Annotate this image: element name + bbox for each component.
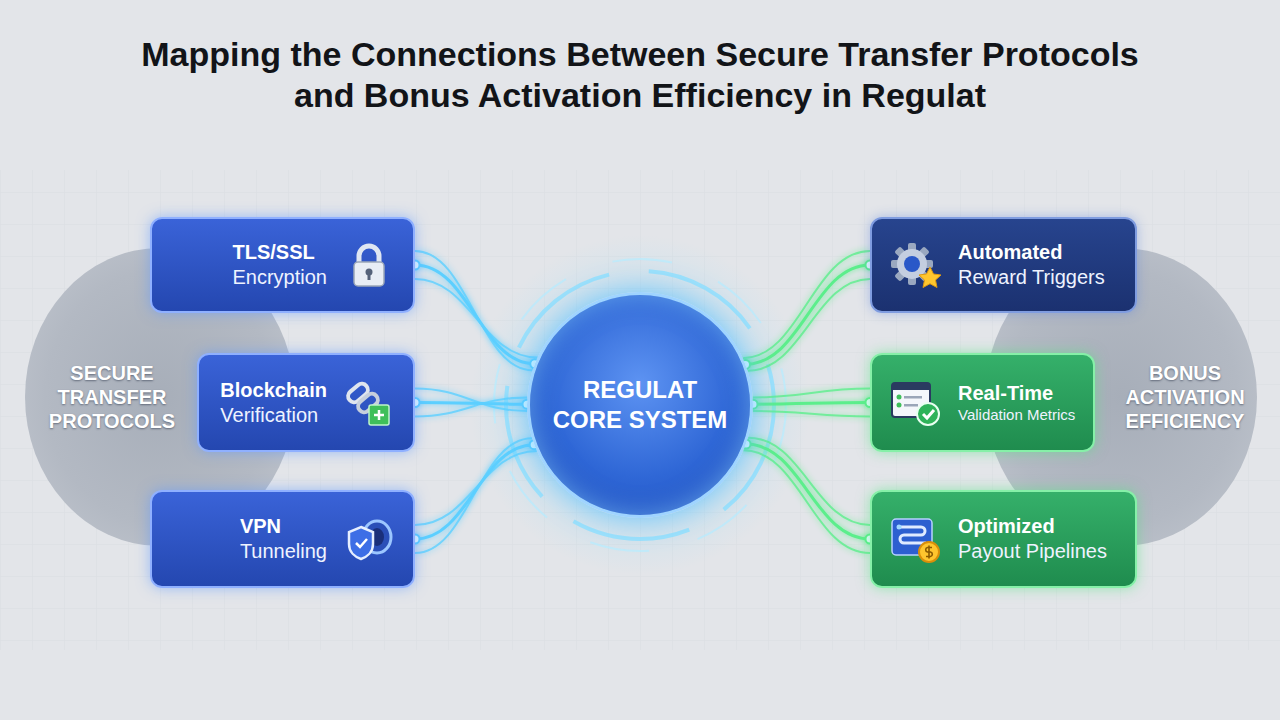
gear-icon <box>890 239 942 291</box>
box-text: VPNTunneling <box>240 514 327 564</box>
wire <box>745 265 870 364</box>
box-text: AutomatedReward Triggers <box>958 240 1105 290</box>
process-box: AutomatedReward Triggers <box>870 217 1137 313</box>
box-text: Real-TimeValidation Metrics <box>958 381 1075 425</box>
lock-icon <box>343 239 395 291</box>
box-body: Encryption <box>233 265 328 290</box>
shield-icon <box>343 513 395 565</box>
connector <box>748 389 874 417</box>
box-text: OptimizedPayout Pipelines <box>958 514 1107 564</box>
box-heading: Real-Time <box>958 381 1075 406</box>
box-heading: TLS/SSL <box>233 240 328 265</box>
box-body: Validation Metrics <box>958 406 1075 425</box>
connector <box>411 389 532 417</box>
wire <box>415 279 537 358</box>
process-box: Real-TimeValidation Metrics <box>870 353 1095 452</box>
wire <box>748 438 870 525</box>
wire <box>415 397 527 416</box>
wire <box>415 403 527 405</box>
box-body: Payout Pipelines <box>958 539 1107 564</box>
process-box: BlockchainVerification <box>197 353 415 452</box>
wire <box>415 438 532 553</box>
band-label: SECURE TRANSFER PROTOCOLS <box>47 361 177 433</box>
wire <box>753 389 870 398</box>
wire <box>753 403 870 405</box>
box-heading: Optimized <box>958 514 1107 539</box>
connector <box>411 251 540 370</box>
box-heading: Blockchain <box>220 378 327 403</box>
wire <box>746 444 870 539</box>
checklist-icon <box>890 377 942 429</box>
connector <box>742 438 875 553</box>
wire <box>415 265 535 364</box>
core-label: REGULAT CORE SYSTEM <box>545 375 735 435</box>
box-body: Tunneling <box>240 539 327 564</box>
box-heading: Automated <box>958 240 1105 265</box>
wire <box>748 279 870 371</box>
box-body: Verification <box>220 403 327 428</box>
process-box: OptimizedPayout Pipelines <box>870 490 1137 588</box>
connector <box>741 251 875 371</box>
wire <box>753 411 870 417</box>
process-box: VPNTunneling <box>150 490 415 588</box>
wire <box>743 450 870 553</box>
diagram-title: Mapping the Connections Between Secure T… <box>110 34 1170 117</box>
chain-icon <box>343 377 395 429</box>
pipeline-icon <box>890 513 942 565</box>
wire <box>743 251 870 358</box>
band-label: BONUS ACTIVATION EFFICIENCY <box>1123 361 1247 433</box>
connector <box>411 438 539 553</box>
core-label-line: REGULAT CORE SYSTEM <box>545 375 735 435</box>
box-heading: VPN <box>240 514 327 539</box>
box-text: TLS/SSLEncryption <box>233 240 328 290</box>
box-body: Reward Triggers <box>958 265 1105 290</box>
box-text: BlockchainVerification <box>220 378 327 428</box>
process-box: TLS/SSLEncryption <box>150 217 415 313</box>
core-circle: REGULAT CORE SYSTEM <box>527 292 753 518</box>
